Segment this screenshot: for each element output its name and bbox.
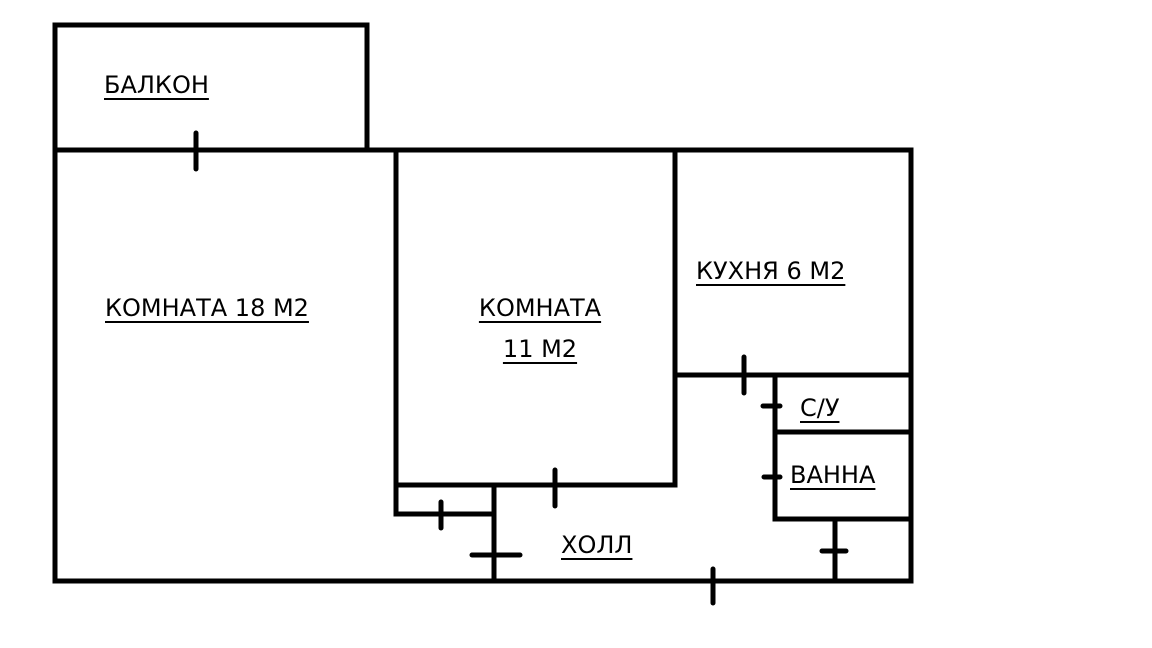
room-small-walls bbox=[393, 147, 497, 517]
label-bathroom: ВАННА bbox=[790, 461, 876, 489]
label-room-large: КОМНАТА 18 М2 bbox=[105, 294, 309, 322]
label-balcony: БАЛКОН bbox=[104, 71, 209, 99]
balcony-walls bbox=[52, 22, 370, 153]
label-hall: ХОЛЛ bbox=[561, 531, 633, 559]
label-toilet: С/У bbox=[800, 394, 840, 422]
label-room-small-line1: КОМНАТА bbox=[478, 294, 602, 322]
room-small-right-wall bbox=[393, 147, 678, 488]
label-kitchen: КУХНЯ 6 М2 bbox=[696, 257, 846, 285]
label-room-small-line2: 11 М2 bbox=[502, 335, 578, 363]
